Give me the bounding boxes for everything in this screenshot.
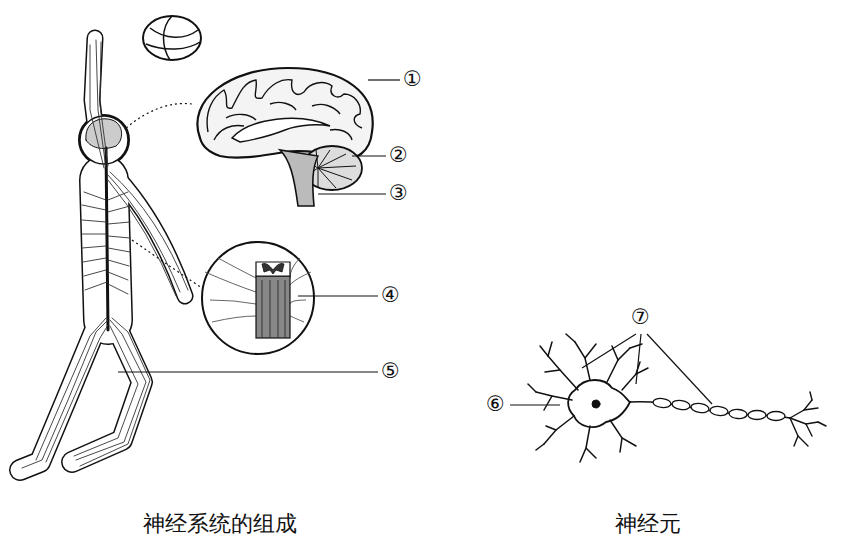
ball	[143, 16, 201, 60]
dotted-pointer	[132, 240, 208, 292]
callout-number: ②	[389, 144, 408, 167]
neuron	[528, 334, 826, 462]
figure-caption: 神经系统的组成	[143, 512, 297, 536]
callout-number: ⑥	[486, 393, 505, 416]
callout-number: ⑤	[381, 360, 400, 383]
brain	[197, 68, 372, 206]
callout-number: ③	[389, 182, 408, 205]
leader-line	[118, 80, 712, 405]
human-body	[20, 38, 188, 470]
callout-number: ⑦	[631, 306, 650, 329]
dotted-pointer	[126, 104, 192, 129]
callout-number: ④	[381, 284, 400, 307]
figure-caption: 神经元	[615, 512, 681, 536]
spinal-cord-inset	[202, 242, 314, 354]
callout-number: ①	[403, 68, 422, 91]
